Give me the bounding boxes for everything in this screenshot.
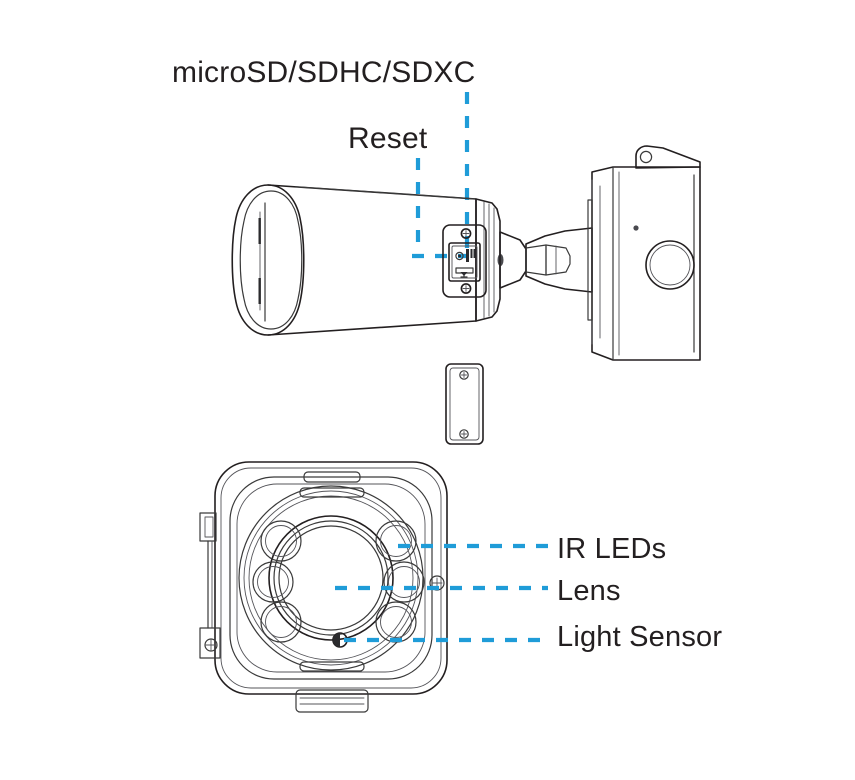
- front-bezel-ring-outer: [238, 485, 424, 671]
- leader-lines-right: [335, 543, 548, 643]
- front-bottom-tab-inner: [299, 661, 365, 672]
- label-light-sensor: Light Sensor: [557, 621, 722, 653]
- cover-plate-screw-top-cross: [461, 372, 467, 378]
- ir-led-right-top-inner: [380, 525, 412, 557]
- bracket-cable-port-inner: [649, 244, 691, 286]
- front-tab-screw-cross: [205, 639, 217, 651]
- hood-notch-upper: [258, 218, 261, 244]
- cover-plate-screw-bottom: [459, 429, 469, 439]
- sd-slot-bar-2: [470, 249, 473, 258]
- ir-led-left-bottom-inner: [265, 606, 297, 638]
- reset-button-ring: [455, 251, 464, 261]
- ir-led-left-top-inner: [265, 525, 297, 557]
- lens-glass: [278, 525, 384, 631]
- light-sensor-shade: [333, 633, 340, 647]
- card-slot-cover-plate: [445, 363, 484, 445]
- front-side-tabs-left: [199, 512, 221, 659]
- sd-slot-bar-3: [473, 249, 476, 258]
- front-housing-inner: [236, 483, 426, 673]
- label-reset: Reset: [348, 122, 428, 155]
- bracket-base-shade: [587, 199, 593, 321]
- card-slot-panel: [442, 224, 487, 298]
- ir-led-left-mid: [252, 561, 294, 603]
- front-top-vent: [303, 471, 361, 483]
- lens-ring-outer: [268, 515, 394, 641]
- camera-front-view: [199, 461, 448, 713]
- front-shroud-outer-inner: [220, 467, 442, 689]
- label-microsd: microSD/SDHC/SDXC: [172, 56, 475, 89]
- ir-led-right-bottom-inner: [380, 606, 412, 638]
- barrel-top-highlight: [295, 186, 477, 200]
- card-slot-cavity: [448, 242, 481, 282]
- front-bottom-tab-lines: [299, 697, 365, 705]
- cover-plate-screw-bottom-cross: [461, 431, 467, 437]
- bracket-top-tab: [635, 145, 701, 169]
- label-lens: Lens: [557, 575, 621, 607]
- card-slot-panel-screws: [460, 228, 472, 294]
- panel-screw-top: [460, 228, 472, 239]
- front-tab-upper-inner: [204, 516, 214, 538]
- bracket-screw-hole: [633, 225, 639, 231]
- sd-slot-bar-1: [466, 249, 469, 262]
- panel-screw-bottom: [460, 283, 472, 294]
- callout-labels: microSD/SDHC/SDXC Reset IR LEDs Lens Lig…: [172, 56, 722, 653]
- bracket-cable-port: [645, 240, 695, 290]
- hood-notch-lower: [258, 278, 261, 304]
- camera-side-view: [231, 145, 701, 361]
- card-slot-cavity-inner: [451, 245, 478, 279]
- label-ir-leds: IR LEDs: [557, 533, 666, 565]
- ir-led-right-mid: [383, 561, 425, 603]
- ir-led-group-left: [252, 520, 302, 643]
- ir-led-left-top: [260, 520, 302, 562]
- ir-led-left-mid-inner: [257, 566, 289, 598]
- cover-plate-body: [445, 363, 484, 445]
- ir-led-right-mid-inner: [388, 566, 420, 598]
- front-lens: [268, 515, 394, 641]
- front-tab-lower: [199, 627, 221, 659]
- reset-button-dot: [458, 254, 461, 258]
- front-shroud-outer: [214, 461, 448, 695]
- sd-card-body: [455, 267, 474, 274]
- panel-screw-bottom-cross: [462, 285, 470, 292]
- reset-button: [455, 251, 464, 261]
- front-bottom-tab: [295, 689, 369, 713]
- front-tab-screw: [204, 638, 218, 652]
- ir-led-left-bottom: [260, 601, 302, 643]
- microsd-card-slot: [455, 249, 476, 278]
- front-top-tab: [299, 487, 365, 498]
- card-slot-housing: [475, 198, 501, 322]
- bracket-tab-hole: [639, 150, 653, 164]
- sunshade-inner-bezel: [239, 190, 303, 330]
- ir-led-right-top: [375, 520, 417, 562]
- cover-plate-inner: [449, 367, 480, 441]
- lens-ring-mid: [273, 520, 389, 636]
- gimbal-ball: [545, 244, 571, 276]
- sd-insert-arrow: [460, 272, 468, 276]
- panel-screw-top-cross: [462, 230, 470, 237]
- front-bezel-ring-mid: [243, 490, 419, 666]
- front-bezel-ring-inner: [248, 495, 414, 661]
- cover-plate-screw-top: [459, 370, 469, 380]
- front-tab-upper: [199, 512, 217, 542]
